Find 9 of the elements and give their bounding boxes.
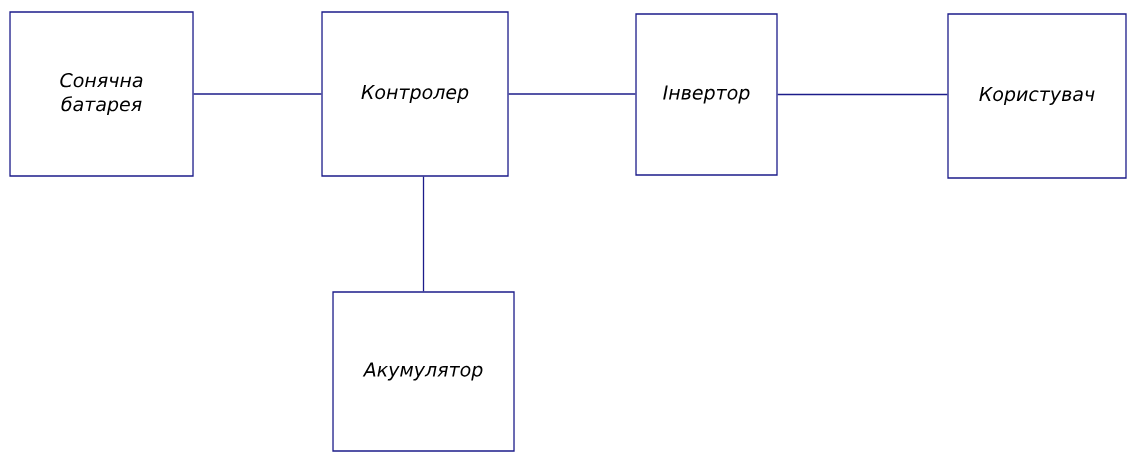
connector-line	[777, 93, 948, 96]
block-box: Інвертор	[635, 13, 778, 176]
connector-line	[422, 176, 425, 292]
connector-line	[193, 93, 322, 95]
block-box: Акумулятор	[332, 291, 515, 452]
block-box: Контролер	[321, 11, 509, 177]
block-box: Сонячна батарея	[9, 11, 194, 177]
block-box: Користувач	[947, 13, 1127, 179]
connector-line	[508, 93, 636, 95]
